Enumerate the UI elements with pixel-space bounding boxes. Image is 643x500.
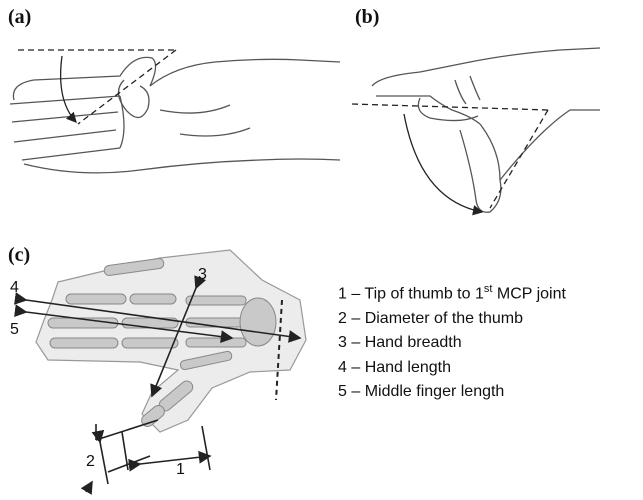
measure-number-2: 2 xyxy=(86,453,95,470)
hand-sketch-a xyxy=(10,57,340,173)
measurement-legend: 1 – Tip of thumb to 1st MCP joint 2 – Di… xyxy=(338,277,566,405)
legend-item-1-text: 1 – Tip of thumb to 1 xyxy=(338,285,484,302)
flexion-guides-a xyxy=(18,50,176,124)
legend-item-2: 2 – Diameter of the thumb xyxy=(338,307,566,332)
measure-number-3: 3 xyxy=(198,266,207,283)
measure-number-4: 4 xyxy=(10,279,19,296)
legend-item-3: 3 – Hand breadth xyxy=(338,331,566,356)
measure-tick-2b xyxy=(96,420,158,440)
measure-number-1: 1 xyxy=(176,461,185,478)
legend-item-1-tail: MCP joint xyxy=(492,285,566,302)
legend-item-5: 5 – Middle finger length xyxy=(338,380,566,405)
measure-line-1 xyxy=(140,456,210,464)
measure-line-2 xyxy=(100,442,108,484)
measure-tick-1b xyxy=(202,426,210,470)
legend-item-4: 4 – Hand length xyxy=(338,356,566,381)
measure-arrow-2b xyxy=(86,482,92,492)
measure-number-5: 5 xyxy=(10,321,19,338)
legend-item-1: 1 – Tip of thumb to 1st MCP joint xyxy=(338,277,566,307)
hand-sketch-b xyxy=(372,48,600,212)
